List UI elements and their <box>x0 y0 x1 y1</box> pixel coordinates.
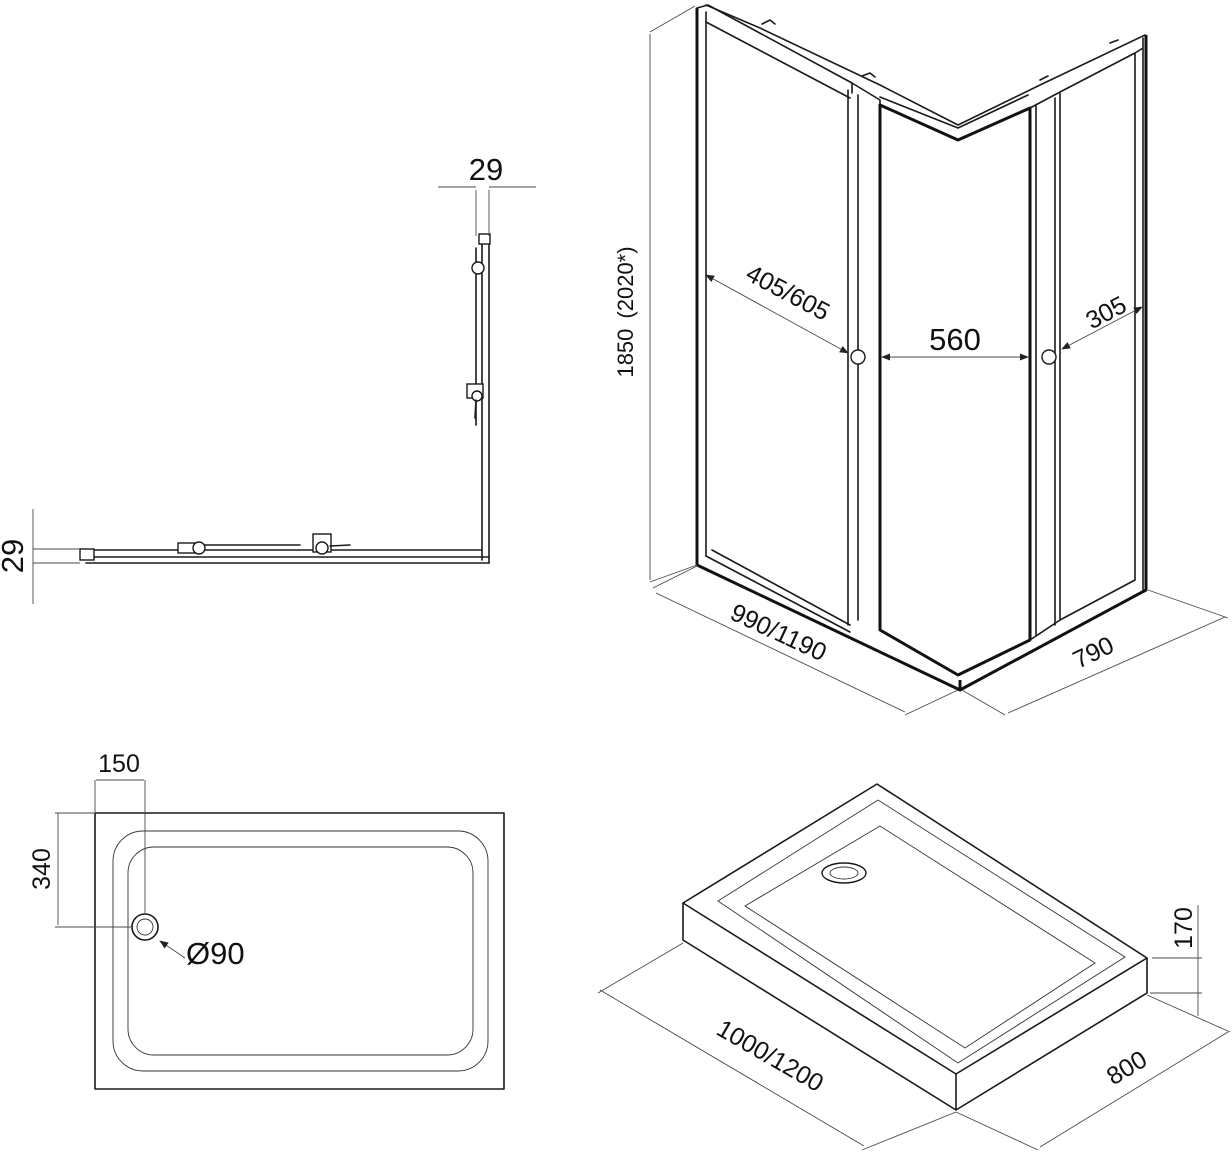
diameter-symbol: Ø <box>186 936 210 971</box>
door-handle-front-icon <box>850 349 866 365</box>
door-handle-side-icon <box>1041 349 1057 365</box>
dim-height-alt: (2020*) <box>613 246 638 318</box>
dim-vertical-profile: 29 <box>469 152 503 187</box>
dim-drain-x: 150 <box>98 750 140 778</box>
dim-tray-height: 170 <box>1170 907 1198 949</box>
dim-horizontal-profile: 29 <box>0 539 30 573</box>
drain-icon <box>821 862 867 884</box>
dim-height: 1850 (2020*) <box>613 246 638 377</box>
dim-height-value: 1850 <box>613 329 638 378</box>
handle-icon <box>471 261 485 275</box>
dim-side-door: 305 <box>1081 291 1131 335</box>
tray-top-view: 150 340 Ø90 <box>28 750 505 1090</box>
dim-drain-diameter: Ø90 <box>186 936 245 971</box>
dim-drain-y: 340 <box>28 848 56 890</box>
plan-view: 29 29 <box>0 152 536 604</box>
dim-corner-panel: 560 <box>929 322 981 357</box>
dim-side-length: 790 <box>1069 631 1119 674</box>
drain-icon <box>131 913 159 941</box>
dim-tray-width: 800 <box>1102 1045 1152 1090</box>
enclosure-view: 405/605 560 305 1850 (2020*) 990/1190 790 <box>613 4 1229 716</box>
tray-iso-view: 170 1000/1200 800 <box>597 783 1231 1151</box>
dim-front-length: 990/1190 <box>726 598 831 667</box>
dim-front-door: 405/605 <box>741 259 834 326</box>
diameter-value: 90 <box>210 936 244 971</box>
dim-tray-length: 1000/1200 <box>712 1014 828 1097</box>
handle-icon <box>192 541 206 555</box>
